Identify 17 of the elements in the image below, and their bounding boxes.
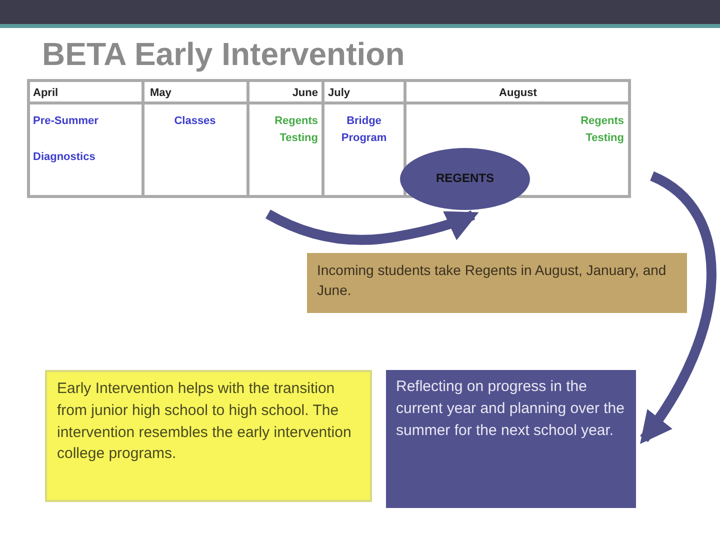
table-cell-text: Diagnostics [33,150,96,165]
curved-arrow [640,172,716,444]
table-cell-text: Bridge Program [340,114,388,146]
column-header: May [150,86,172,101]
column-header: April [33,86,60,101]
note-box: Reflecting on progress in the current year and planning over the summer for the next school year. [386,370,636,508]
column-header: August [498,86,538,101]
table-cell-text: Regents Testing [274,114,318,146]
note-box: Incoming students take Regents in August, January, and June. [307,253,687,313]
curved-arrow [266,210,479,245]
slide-title: BETA Early Intervention [42,36,405,73]
column-header: June [291,86,318,101]
table-cell-text: Regents Testing [580,114,624,146]
column-header: July [328,86,352,101]
note-box: Early Intervention helps with the transition from junior high school to high school. The intervention resembles the early intervention college programs. [45,370,372,502]
table-cell-text: Classes [173,114,217,129]
table-cell-text: Pre-Summer [33,114,100,129]
